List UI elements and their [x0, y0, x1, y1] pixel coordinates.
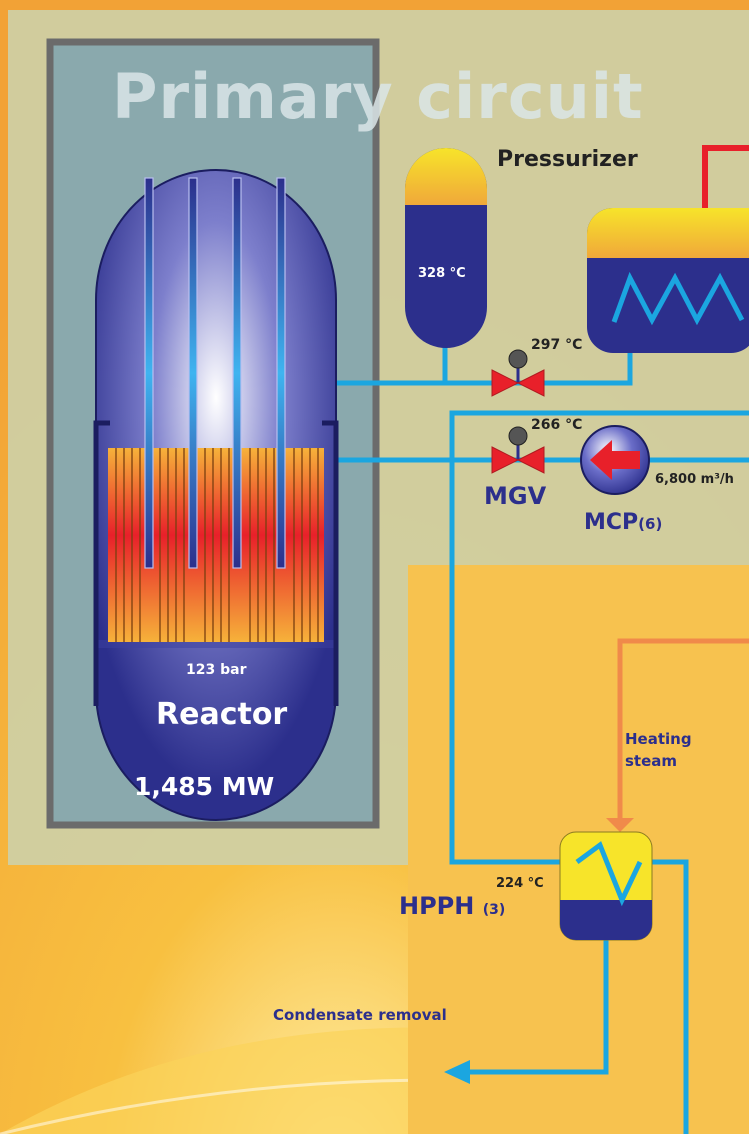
hpph-bottom [560, 900, 652, 940]
hot-leg-valve [491, 349, 545, 397]
steam-line-hot [702, 145, 749, 210]
condensate-pipe [470, 930, 609, 1075]
condensate-arrow [444, 1060, 470, 1084]
mgv-valve [491, 426, 545, 474]
reactor-power: 1,485 MW [134, 772, 275, 801]
pressurizer-steam-space [405, 148, 487, 205]
hpph-label: HPPH (3) [399, 892, 505, 920]
mcp-count: (6) [638, 515, 663, 533]
heating-steam-arrow [606, 818, 634, 832]
feedwater-outlet-pipe [640, 859, 689, 1134]
mgv-label: MGV [484, 482, 547, 510]
diagram-title: Primary circuit [112, 60, 644, 133]
heating-steam-line2: steam [625, 752, 678, 770]
pressurizer-temp: 328 °C [418, 266, 466, 281]
steam-generator-dome [587, 208, 749, 258]
reactor-label: Reactor [156, 697, 288, 732]
condensate-removal-label: Condensate removal [273, 1006, 447, 1024]
main-circulation-pump [580, 425, 650, 495]
mcp-label-text: MCP [584, 510, 639, 535]
fuel-rods [115, 448, 319, 642]
mcp-label: MCP(6) [584, 510, 662, 535]
steam-generator-coil [611, 271, 745, 326]
hpph-count: (3) [482, 902, 506, 918]
reactor-pressure: 123 bar [186, 662, 247, 678]
cold-leg-temp: 266 °C [531, 417, 583, 433]
hpph-label-text: HPPH [399, 892, 475, 920]
heating-steam-pipe [617, 638, 749, 818]
control-rod-2 [188, 177, 198, 569]
control-rod-3 [232, 177, 242, 569]
reactor-core [108, 448, 324, 642]
control-rod-4 [276, 177, 286, 569]
mcp-flow-label: 6,800 m³/h [655, 472, 734, 487]
heating-steam-label: Heating steam [625, 728, 692, 772]
heating-steam-line1: Heating [625, 730, 692, 748]
hpph-temp: 224 °C [496, 876, 544, 891]
pressurizer-label: Pressurizer [497, 147, 638, 172]
hpph-coil [575, 841, 643, 907]
hot-leg-temp: 297 °C [531, 337, 583, 353]
vessel-bracket-left [93, 420, 110, 706]
vessel-bracket-right [322, 420, 339, 706]
feedwater-pipe [449, 410, 749, 865]
control-rod-1 [144, 177, 154, 569]
reactor-lower-plenum [96, 640, 336, 648]
